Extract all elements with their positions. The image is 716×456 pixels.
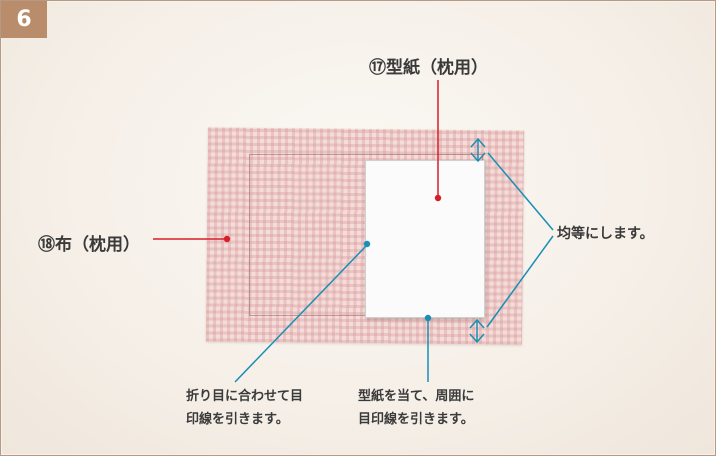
- note-fold-line-2: 印線を引きます。: [186, 412, 289, 427]
- step-number-badge: 6: [1, 1, 47, 38]
- even-leader-bottom: [486, 235, 554, 328]
- top-gap-arrow-icon: [470, 137, 486, 163]
- even-spacing-label: 均等にします。: [557, 226, 654, 242]
- note-trace-pattern-2: 目印線を引きます。: [358, 412, 474, 427]
- pattern-leader-dot: [434, 194, 442, 202]
- fabric-leader-dot: [223, 235, 231, 243]
- paper-pattern-pillow: [365, 160, 485, 318]
- even-leader-top: [487, 152, 554, 231]
- note-trace-pattern-1: 型紙を当て、周囲に: [358, 389, 475, 404]
- pattern-label: ⑰型紙（枕用）: [369, 58, 488, 78]
- note-fold-line-1: 折り目に合わせて目: [186, 389, 304, 404]
- bottom-gap-arrow-icon: [469, 318, 485, 344]
- note-fold-line: 折り目に合わせて目 印線を引きます。: [186, 385, 303, 431]
- note-left-leader-line: [234, 244, 368, 383]
- fabric-label: ⑱布（枕用）: [38, 235, 140, 255]
- note-trace-pattern: 型紙を当て、周囲に 目印線を引きます。: [358, 385, 474, 431]
- note-right-leader-dot: [424, 314, 432, 322]
- note-left-leader-dot: [363, 240, 371, 248]
